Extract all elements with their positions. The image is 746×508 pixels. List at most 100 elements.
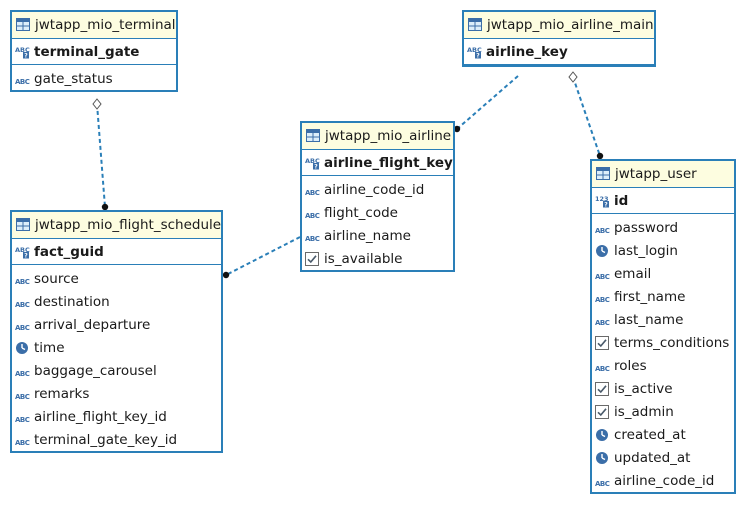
primary-key-row[interactable]: ABC?terminal_gate [12,39,176,65]
column-row[interactable]: ABC last_name [592,308,734,331]
column-name: source [34,270,79,287]
column-row[interactable]: ABC first_name [592,285,734,308]
column-row[interactable]: ABC terminal_gate_key_id [12,428,221,451]
column-row[interactable]: is_admin [592,400,734,423]
table-icon [16,218,31,232]
column-name: gate_status [34,70,113,87]
column-name: updated_at [614,449,691,466]
primary-key-row[interactable]: ABC? fact_guid [12,239,221,265]
primary-key-row[interactable]: 123? id [592,188,734,214]
entity-header[interactable]: jwtapp_mio_airline [302,123,453,150]
column-row[interactable]: ABC airline_name [302,224,453,247]
column-row[interactable]: ABC baggage_carousel [12,359,221,382]
column-name: last_name [614,311,684,328]
primary-key-name: id [614,192,629,209]
one-end-diamond [92,98,102,110]
entity-header[interactable]: jwtapp_mio_terminal [12,12,176,39]
clock-icon [595,244,610,258]
column-name: airline_code_id [614,472,715,489]
column-name: created_at [614,426,686,443]
primary-key-name: fact_guid [34,243,104,260]
checkbox-icon [595,335,610,350]
entity-header[interactable]: jwtapp_mio_flight_schedule [12,212,221,239]
primary-key-row[interactable]: ABC? airline_flight_key [302,150,453,176]
column-row[interactable]: ABC airline_code_id [302,178,453,201]
column-name: terminal_gate_key_id [34,431,178,448]
column-name: is_available [324,250,403,267]
text-type-icon: ABC [595,295,610,304]
svg-text:?: ? [24,252,28,258]
column-name: airline_code_id [324,181,425,198]
column-name: remarks [34,385,90,402]
entity-header[interactable]: jwtapp_user [592,161,734,188]
column-name: time [34,339,65,356]
entity-title: jwtapp_user [615,166,697,182]
text-type-icon: ABC [15,438,30,447]
svg-text:ABC: ABC [15,246,30,254]
column-row[interactable]: ABC email [592,262,734,285]
relationship-line[interactable] [456,75,519,130]
column-row[interactable]: last_login [592,239,734,262]
column-name: last_login [614,242,678,259]
text-type-icon: ABC [15,277,30,286]
svg-text:ABC: ABC [467,46,482,54]
primary-key-row[interactable]: ABC?airline_key [464,39,654,65]
text-type-icon: ABC [305,211,320,220]
column-name: email [614,265,652,282]
column-row[interactable]: is_available [302,247,453,270]
text-type-icon: ABC [305,234,320,243]
column-name: password [614,219,679,236]
checkbox-icon [595,404,610,419]
column-row[interactable]: ABC source [12,267,221,290]
primary-key-name: airline_flight_key [324,154,453,171]
column-name: baggage_carousel [34,362,157,379]
entity-title: jwtapp_mio_flight_schedule [35,217,222,233]
text-type-icon: ABC [595,272,610,281]
relationship-line[interactable] [96,103,106,208]
column-row[interactable]: is_active [592,377,734,400]
svg-text:?: ? [604,201,608,207]
svg-text:123: 123 [595,195,609,203]
column-row[interactable]: ABC flight_code [302,201,453,224]
entity-header[interactable]: jwtapp_mio_airline_main [464,12,654,39]
text-type-icon: ABC [15,323,30,332]
table-icon [306,129,321,143]
entity-title: jwtapp_mio_airline_main [487,17,654,33]
text-type-icon: ABC [305,188,320,197]
column-row[interactable]: terms_conditions [592,331,734,354]
text-type-icon: ABC [595,364,610,373]
column-name: airline_name [324,227,411,244]
column-name: first_name [614,288,686,305]
svg-text:ABC: ABC [15,46,30,54]
clock-icon [595,451,610,465]
one-end-diamond [568,71,578,83]
text-type-icon: ABC [595,318,610,327]
text-key-icon: ABC? [305,156,320,171]
column-row[interactable]: time [12,336,221,359]
relationship-line[interactable] [572,76,601,157]
column-row[interactable]: created_at [592,423,734,446]
relationship-line[interactable] [225,236,301,276]
column-row[interactable]: updated_at [592,446,734,469]
text-type-icon: ABC [15,369,30,378]
clock-icon [595,428,610,442]
primary-key-name: airline_key [486,43,568,60]
column-name: flight_code [324,204,398,221]
svg-text:?: ? [24,52,28,58]
table-icon [596,167,611,181]
